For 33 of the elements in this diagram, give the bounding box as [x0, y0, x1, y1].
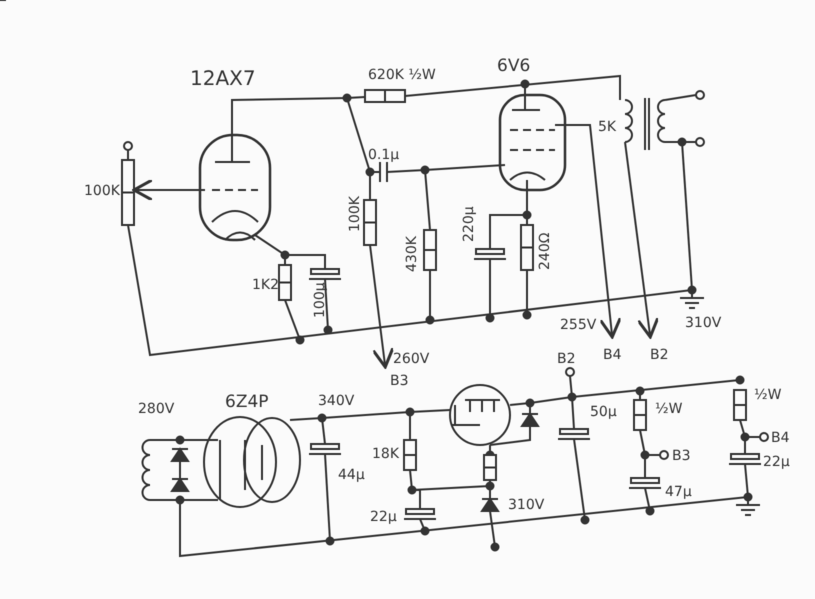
component-value: 100µ: [313, 282, 327, 318]
component-value: ½W: [754, 388, 782, 402]
component-value: 310V: [508, 498, 544, 512]
rail-label: B3: [672, 449, 691, 463]
component-value: 22µ: [370, 510, 397, 524]
component-value: 5K: [598, 120, 616, 134]
component-value: 47µ: [665, 485, 692, 499]
tube-label: 6Z4P: [225, 394, 269, 411]
component-value: 310V: [685, 316, 722, 330]
component-value: ½W: [655, 402, 682, 416]
tube-label: 12AX7: [190, 68, 256, 88]
component-value: 430K: [405, 236, 419, 272]
component-value: 620K ½W: [368, 68, 436, 82]
component-value: 50µ: [590, 405, 617, 419]
component-value: 100K: [84, 184, 120, 198]
component-value: 340V: [318, 394, 354, 408]
rail-label: B2: [557, 352, 576, 366]
rail-label: B4: [771, 431, 790, 445]
component-value: 255V: [560, 318, 596, 332]
component-value: 22µ: [763, 455, 790, 469]
component-value: 18K: [372, 447, 399, 461]
component-value: 44µ: [338, 468, 365, 482]
component-value: 240Ω: [538, 232, 552, 270]
component-value: 280V: [138, 402, 174, 416]
rail-label: B2: [650, 348, 669, 362]
component-value: 0.1µ: [368, 148, 400, 162]
component-value: 220µ: [462, 206, 476, 242]
component-value: 260V: [393, 352, 430, 366]
rail-label: B4: [603, 348, 622, 362]
rail-label: B3: [390, 374, 409, 388]
component-value: 100K: [348, 196, 362, 232]
component-value: 1K2: [252, 278, 279, 292]
tube-label: 6V6: [497, 58, 530, 75]
